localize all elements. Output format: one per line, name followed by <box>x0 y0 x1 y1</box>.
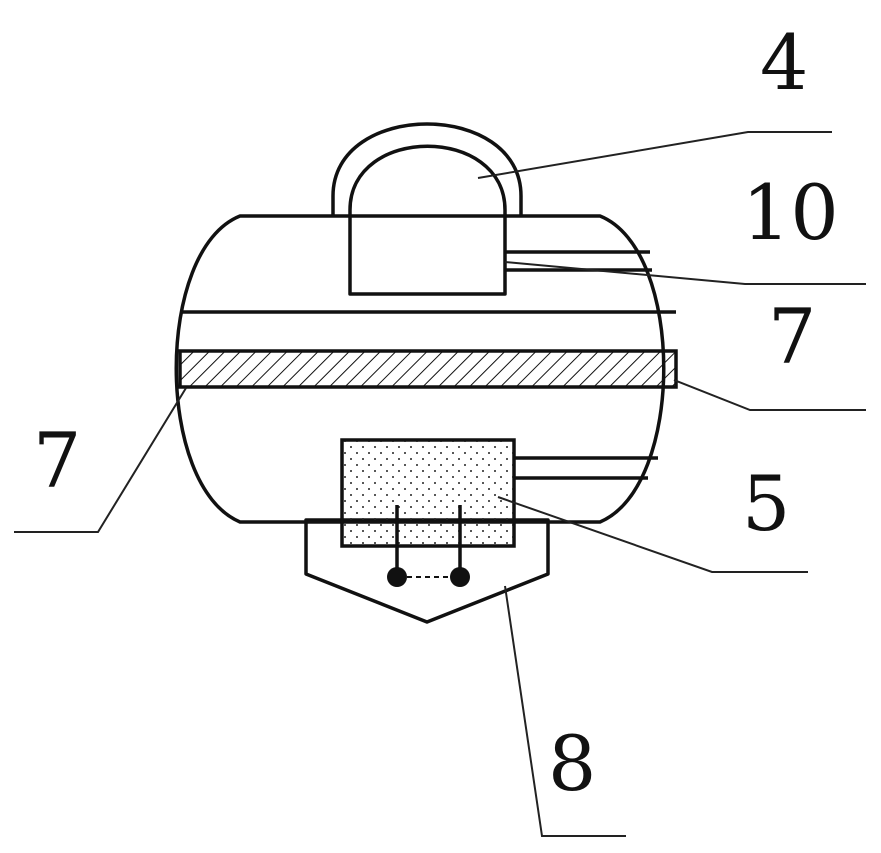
leader-5 <box>497 496 808 573</box>
label-7-left: 7 <box>33 416 81 505</box>
label-5: 5 <box>742 459 790 548</box>
leader-8 <box>504 585 626 837</box>
probe-right-dot <box>450 567 470 587</box>
leader-7-left <box>14 387 187 533</box>
leader-4 <box>477 131 832 179</box>
top-dome-shell <box>331 122 523 216</box>
dotted-box-component <box>340 438 516 548</box>
label-4: 4 <box>760 18 808 107</box>
leader-10 <box>504 261 866 285</box>
hatched-dome-component <box>348 144 507 296</box>
leader-7-right <box>673 379 866 411</box>
label-7-right: 7 <box>768 292 816 381</box>
hatched-strip <box>178 349 678 389</box>
label-8: 8 <box>548 719 596 808</box>
label-10: 10 <box>742 168 839 257</box>
main-body <box>174 214 666 524</box>
probe-left-dot <box>387 567 407 587</box>
